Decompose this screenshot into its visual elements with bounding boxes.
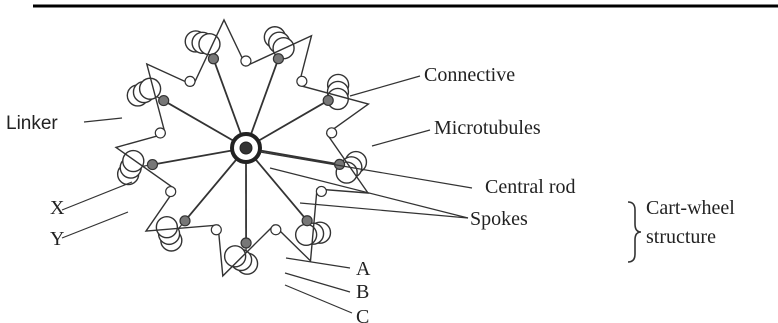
leader-lines <box>61 75 473 314</box>
connective-node <box>240 55 252 67</box>
connective-node <box>165 185 177 198</box>
label-linker: Linker <box>6 113 58 134</box>
spokes-leader-2 <box>299 202 469 219</box>
a-leader <box>285 257 351 269</box>
microtubule <box>155 216 179 239</box>
label-spokes: Spokes <box>470 208 528 230</box>
label-a: A <box>356 258 371 280</box>
central-hub-inner <box>239 141 253 155</box>
x-leader <box>61 181 133 211</box>
spoke-node <box>301 215 313 227</box>
spoke-node <box>322 94 334 107</box>
linker-leader <box>83 117 123 123</box>
cart-wheel-brace <box>627 201 642 263</box>
spoke-node <box>207 53 220 65</box>
microtubule <box>138 77 162 100</box>
label-b: B <box>356 281 369 303</box>
label-central-rod: Central rod <box>485 176 576 198</box>
central-rod-leader <box>259 151 473 189</box>
label-x: X <box>50 197 65 219</box>
label-cart-wheel: Cart-wheel <box>646 197 735 219</box>
spoke-node <box>272 53 285 65</box>
label-structure: structure <box>646 226 716 248</box>
connective-leader <box>349 75 421 97</box>
spoke-node <box>158 94 170 107</box>
c-leader <box>284 284 353 314</box>
label-y: Y <box>50 228 64 250</box>
b-leader <box>284 272 351 293</box>
spokes-leader-1 <box>269 167 469 219</box>
connective-node <box>326 127 338 139</box>
connective-node <box>184 75 196 88</box>
spoke-node <box>240 237 252 249</box>
connective-node <box>315 185 327 198</box>
connective-node <box>154 127 166 139</box>
connective-node <box>210 224 222 236</box>
microtubules-leader <box>371 129 431 147</box>
label-microtubules: Microtubules <box>434 117 541 139</box>
spoke-node <box>179 215 191 227</box>
microtubule <box>223 245 247 268</box>
connective-node <box>296 75 308 87</box>
cartwheel-structure <box>114 18 371 278</box>
y-leader <box>61 211 129 239</box>
connective-node <box>270 224 282 236</box>
label-connective: Connective <box>424 64 515 86</box>
label-c: C <box>356 306 369 323</box>
spoke-node <box>146 158 159 171</box>
